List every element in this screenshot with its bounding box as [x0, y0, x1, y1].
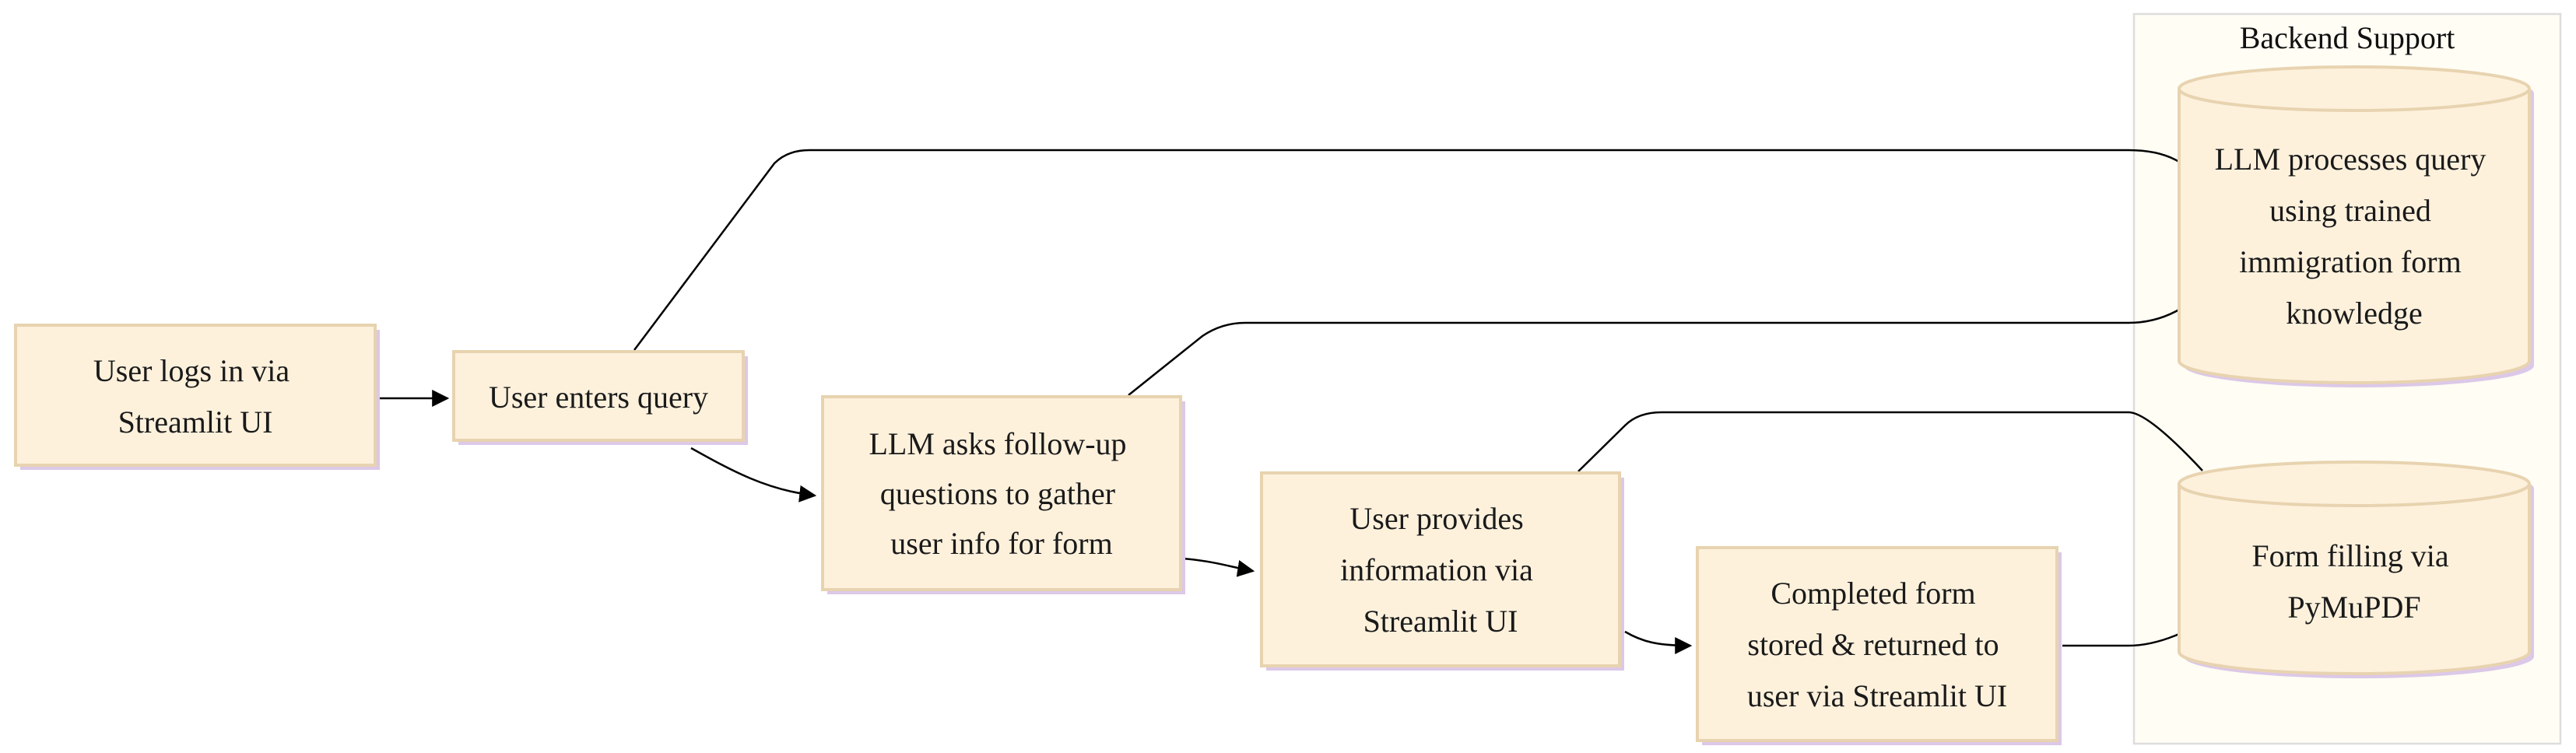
node-llm-processes-query: LLM processes query using trained immigr… — [2178, 65, 2534, 387]
node-user-enters-query-label: User enters query — [489, 380, 708, 415]
node-user-provides-line-1: User provides — [1349, 501, 1523, 536]
node-completed-form-line-3: user via Streamlit UI — [1747, 678, 2007, 713]
edge-provide-to-pymupdf — [1578, 411, 2203, 472]
edge-query-to-followup — [690, 447, 817, 503]
backend-support-group-title: Backend Support — [2240, 20, 2455, 55]
edge-followup-to-llm — [1128, 308, 2180, 396]
node-form-filling-pymupdf: Form filling via PyMuPDF — [2178, 461, 2534, 678]
node-user-provides: User provides information via Streamlit … — [1260, 471, 1624, 671]
node-llm-processes-query-body — [2178, 65, 2531, 384]
node-user-enters-query: User enters query — [452, 350, 748, 445]
node-completed-form-box — [1696, 546, 2058, 742]
edge-query-to-llm — [633, 149, 2180, 351]
node-user-login-box — [14, 324, 377, 467]
node-llm-processes-query-line-3: immigration form — [2239, 244, 2462, 279]
node-llm-followup: LLM asks follow-up questions to gather u… — [821, 395, 1185, 594]
node-user-provides-line-2: information via — [1340, 552, 1533, 587]
node-user-enters-query-box — [452, 350, 745, 442]
node-llm-followup-line-2: questions to gather — [880, 476, 1115, 511]
node-user-login-line-2: Streamlit UI — [118, 405, 273, 440]
edges — [380, 149, 2203, 654]
node-form-filling-pymupdf-line-1: Form filling via — [2251, 538, 2449, 573]
node-user-provides-line-3: Streamlit UI — [1363, 604, 1518, 639]
node-form-filling-pymupdf-label: Form filling via PyMuPDF — [2251, 538, 2456, 625]
node-user-login-label: User logs in via Streamlit UI — [93, 353, 297, 440]
node-llm-followup-line-3: user info for form — [890, 526, 1112, 561]
edge-followup-to-provide — [1182, 557, 1255, 577]
node-form-filling-pymupdf-body — [2178, 461, 2531, 675]
node-llm-processes-query-line-2: using trained — [2269, 193, 2431, 228]
node-completed-form-line-2: stored & returned to — [1747, 627, 1999, 662]
edge-completed-to-pymupdf — [2062, 632, 2180, 647]
node-user-provides-box — [1260, 471, 1621, 667]
node-form-filling-pymupdf-top-rim — [2178, 483, 2531, 507]
node-form-filling-pymupdf-line-2: PyMuPDF — [2287, 590, 2420, 625]
node-llm-followup-box — [821, 395, 1182, 591]
node-user-provides-label: User provides information via Streamlit … — [1340, 501, 1541, 639]
node-llm-processes-query-label: LLM processes query using trained immigr… — [2215, 142, 2494, 331]
node-completed-form-label: Completed form stored & returned to user… — [1747, 576, 2007, 713]
node-completed-form: Completed form stored & returned to user… — [1696, 546, 2062, 745]
node-user-login: User logs in via Streamlit UI — [14, 324, 380, 470]
node-user-login-line-1: User logs in via — [93, 353, 290, 388]
node-llm-processes-query-line-4: knowledge — [2286, 296, 2423, 331]
node-llm-followup-label: LLM asks follow-up questions to gather u… — [869, 426, 1134, 561]
node-llm-followup-line-1: LLM asks follow-up — [869, 426, 1126, 461]
node-llm-processes-query-line-1: LLM processes query — [2215, 142, 2487, 177]
node-llm-processes-query-top-rim — [2178, 88, 2531, 112]
node-completed-form-line-1: Completed form — [1771, 576, 1975, 611]
edge-provide-to-completed — [1624, 630, 1693, 654]
